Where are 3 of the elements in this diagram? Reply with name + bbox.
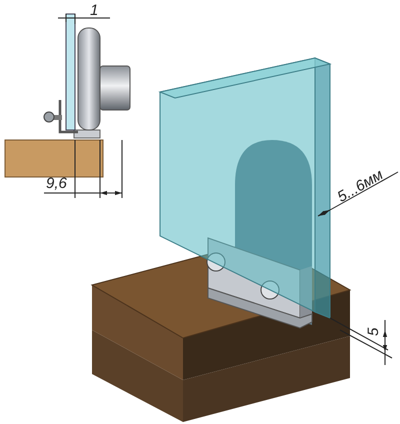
dimension-label: 1: [90, 3, 98, 18]
dimension-label: 9,6: [46, 176, 67, 191]
dimension-label: 5: [366, 328, 381, 336]
